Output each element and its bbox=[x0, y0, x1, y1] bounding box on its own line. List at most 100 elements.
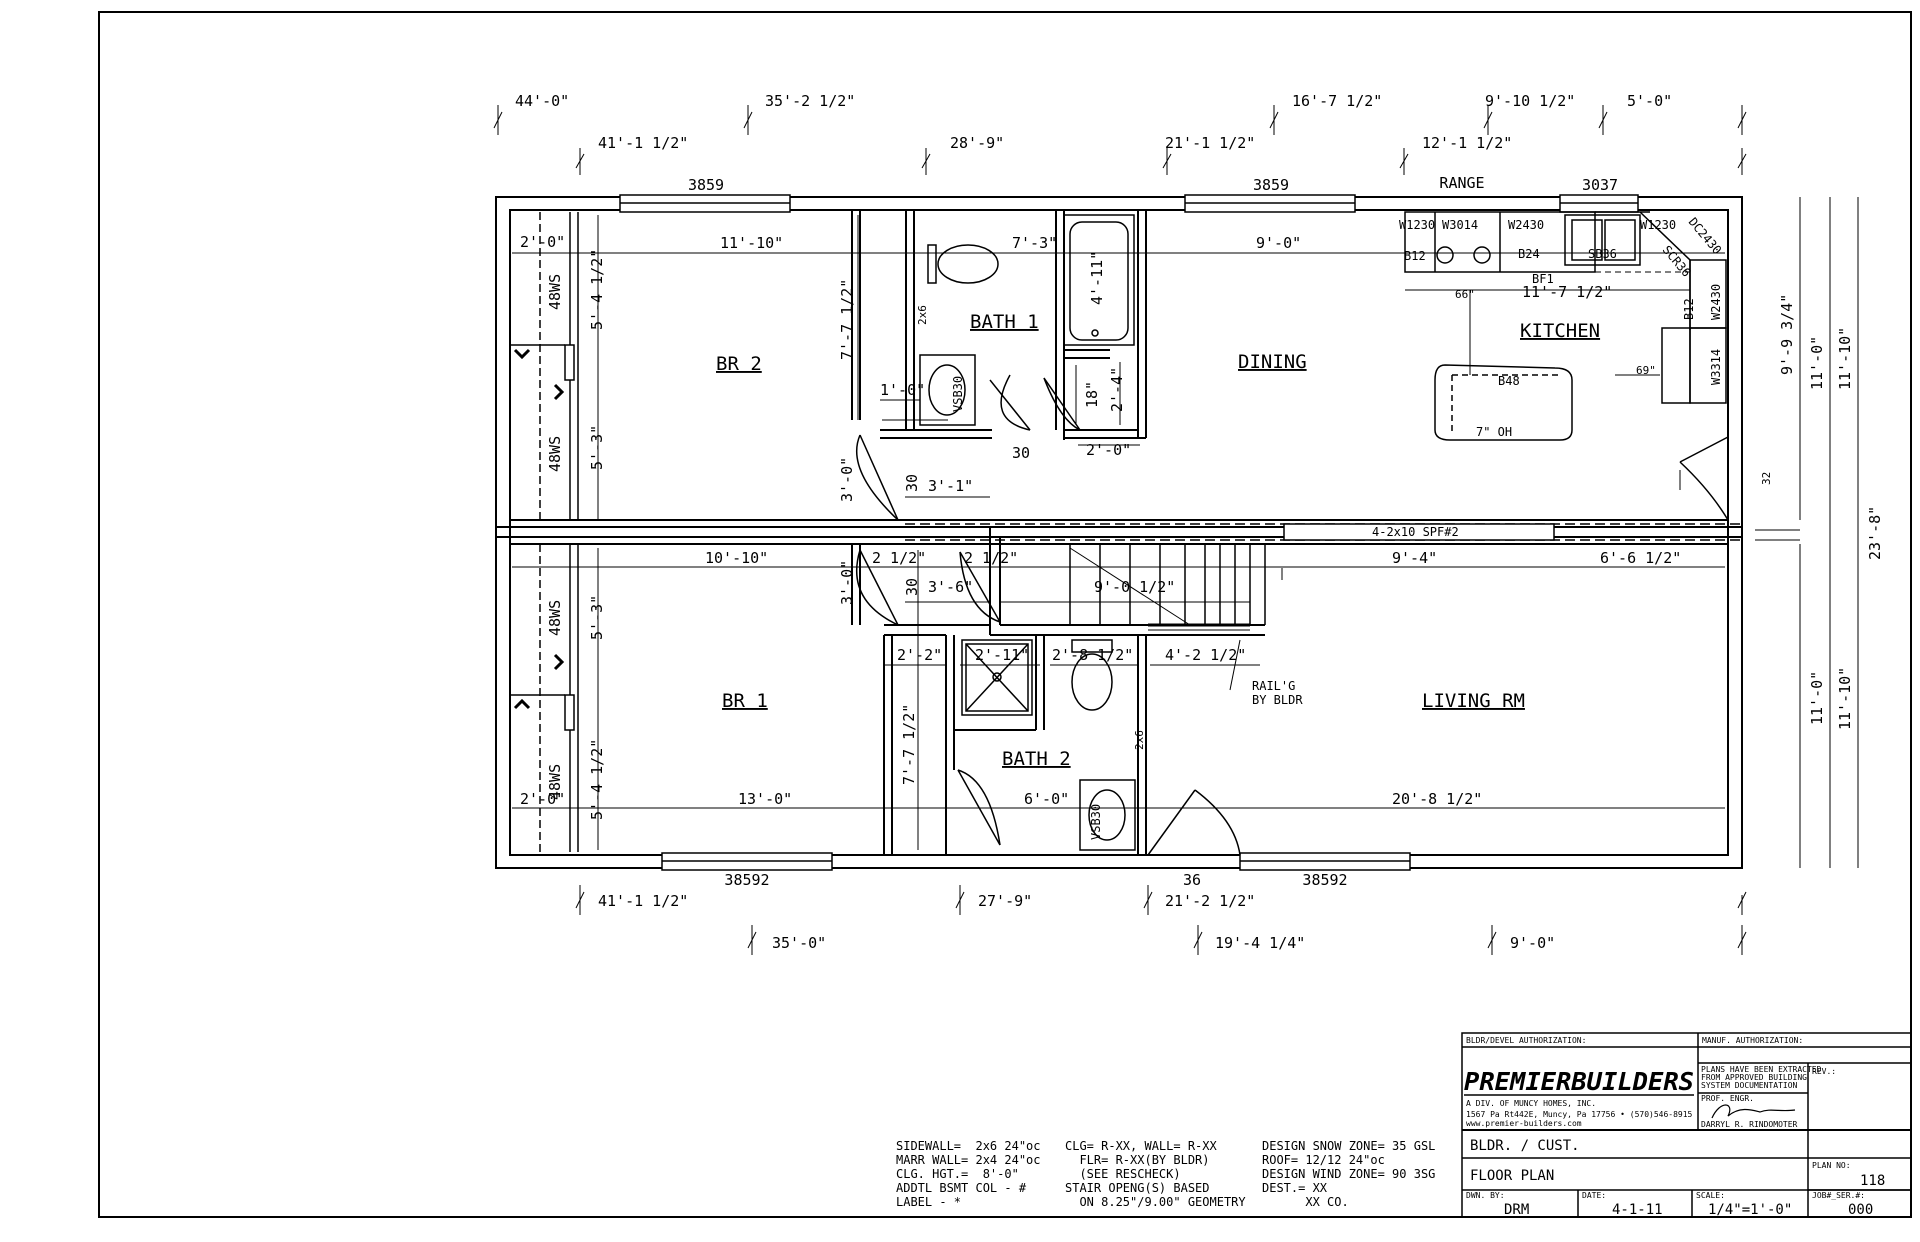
cab-bf1: BF1 bbox=[1532, 272, 1554, 286]
tb-date: 4-1-11 bbox=[1612, 1202, 1663, 1218]
dim-right-3: 23'-8" bbox=[1866, 506, 1884, 560]
room-dining: DINING bbox=[1238, 351, 1307, 373]
dim-bottom-inner-1: 27'-9" bbox=[978, 892, 1032, 910]
dim-top-outer-1: 35'-2 1/2" bbox=[765, 92, 855, 110]
tb-logo: PREMIERBUILDERS bbox=[1464, 1067, 1694, 1096]
tb-web: www.premier-builders.com bbox=[1466, 1119, 1582, 1128]
dim-br1-width: 10'-10" bbox=[705, 549, 768, 567]
dim-wall-2ft-b: 2'-0" bbox=[520, 790, 565, 808]
dim-k1: 66" bbox=[1455, 288, 1475, 301]
railing-label-1: RAIL'G bbox=[1252, 679, 1295, 693]
dim-br1-a: 5'-3" bbox=[588, 595, 606, 640]
interior-walls bbox=[851, 210, 1265, 855]
tb-plan-no-label: PLAN NO: bbox=[1812, 1161, 1851, 1170]
tb-bldr-auth: BLDR/DEVEL AUTHORIZATION: bbox=[1466, 1036, 1586, 1045]
dim-right-2: 11'-10" bbox=[1836, 327, 1854, 390]
window-top-1: 3859 bbox=[1253, 176, 1289, 194]
dim-bottom-inner-0: 41'-1 1/2" bbox=[598, 892, 688, 910]
dim-k3: 32 bbox=[1760, 472, 1773, 485]
dim-br1-height: 7'-7 1/2" bbox=[900, 704, 918, 785]
cab-range: RANGE bbox=[1439, 174, 1484, 192]
note-c2-0: CLG= R-XX, WALL= R-XX bbox=[1065, 1139, 1217, 1153]
tb-scale-label: SCALE: bbox=[1696, 1191, 1725, 1200]
dim-wall-2ft: 2'-0" bbox=[520, 233, 565, 251]
cab-b48: B48 bbox=[1498, 374, 1520, 388]
railing-label-2: BY BLDR bbox=[1252, 693, 1303, 707]
dim-br2-height: 7'-7 1/2" bbox=[838, 279, 856, 360]
dim-h1: 2 1/2" bbox=[872, 549, 926, 567]
beam-label: 4-2x10 SPF#2 bbox=[1372, 525, 1459, 539]
cab-w3014: W3014 bbox=[1442, 218, 1478, 232]
note-c3-1: ROOF= 12/12 24"oc bbox=[1262, 1153, 1385, 1167]
dimension-lines bbox=[512, 197, 1859, 868]
dim-br1-width2: 13'-0" bbox=[738, 790, 792, 808]
tb-bldr-cust: BLDR. / CUST. bbox=[1470, 1138, 1580, 1154]
cab-dc2430: DC2430 bbox=[1686, 215, 1725, 257]
note-c1-3: ADDTL BSMT COL - # bbox=[896, 1181, 1027, 1195]
dim-tub: 4'-11" bbox=[1088, 251, 1106, 305]
tb-dwn-label: DWN. BY: bbox=[1466, 1191, 1505, 1200]
cab-w3314: W3314 bbox=[1709, 349, 1723, 385]
window-bottom-1: 38592 bbox=[1302, 871, 1347, 889]
tb-job: 000 bbox=[1848, 1202, 1873, 1218]
dim-right-5: 11'-10" bbox=[1836, 667, 1854, 730]
dim-living-width: 20'-8 1/2" bbox=[1392, 790, 1482, 808]
dim-right-0: 9'-9 3/4" bbox=[1778, 294, 1796, 375]
cab-b12a: B12 bbox=[1404, 249, 1426, 263]
dim-br1-b: 5'-4 1/2" bbox=[588, 739, 606, 820]
room-living: LIVING RM bbox=[1422, 690, 1525, 712]
room-br1: BR 1 bbox=[722, 690, 768, 712]
dim-b1: 2'-2" bbox=[897, 646, 942, 664]
note-c3-3: DEST.= XX bbox=[1262, 1181, 1328, 1195]
cab-w1230b: W1230 bbox=[1640, 218, 1676, 232]
dim-top-outer-2: 16'-7 1/2" bbox=[1292, 92, 1382, 110]
dim-top-outer-0: 44'-0" bbox=[515, 92, 569, 110]
dim-d7: 30 bbox=[903, 474, 921, 492]
dim-d1: 1'-0" bbox=[880, 381, 925, 399]
window-top-0: 3859 bbox=[688, 176, 724, 194]
note-c1-1: MARR WALL= 2x4 24"oc bbox=[896, 1153, 1041, 1167]
cab-sb36: SB36 bbox=[1588, 247, 1617, 261]
dim-top-outer-4: 5'-0" bbox=[1627, 92, 1672, 110]
window-side-2: 48WS bbox=[546, 600, 564, 636]
dim-bottom-inner-2: 21'-2 1/2" bbox=[1165, 892, 1255, 910]
dim-dining-width: 9'-0" bbox=[1256, 234, 1301, 252]
room-bath2: BATH 2 bbox=[1002, 748, 1071, 770]
dim-d8: 30 bbox=[1012, 444, 1030, 462]
window-side-1: 48WS bbox=[546, 436, 564, 472]
dim-h7: 3'-0" bbox=[838, 560, 856, 605]
dim-d2: 2'-4" bbox=[1108, 367, 1126, 412]
note-c1-0: SIDEWALL= 2x6 24"oc bbox=[896, 1139, 1041, 1153]
cab-scr36: SCR36 bbox=[1660, 243, 1694, 280]
dim-h5: 9'-4" bbox=[1392, 549, 1437, 567]
sheet-border bbox=[98, 11, 1912, 1218]
tb-floor-plan: FLOOR PLAN bbox=[1470, 1168, 1554, 1184]
dim-bottom-outer-0: 35'-0" bbox=[772, 934, 826, 952]
dim-bottom-outer-1: 19'-4 1/4" bbox=[1215, 934, 1305, 952]
cab-oh: 7" OH bbox=[1476, 425, 1512, 439]
tb-dwn: DRM bbox=[1504, 1202, 1529, 1218]
note-c2-4: ON 8.25"/9.00" GEOMETRY bbox=[1065, 1195, 1246, 1209]
dim-bottom-outer-2: 9'-0" bbox=[1510, 934, 1555, 952]
cab-vsb30b: VSB30 bbox=[1089, 804, 1103, 840]
dim-k2: 69" bbox=[1636, 364, 1656, 377]
room-br2: BR 2 bbox=[716, 353, 762, 375]
dim-ticks bbox=[493, 105, 1747, 955]
stairs bbox=[1069, 544, 1266, 691]
note-c3-2: DESIGN WIND ZONE= 90 3SG bbox=[1262, 1167, 1435, 1181]
dim-top-outer-3: 9'-10 1/2" bbox=[1485, 92, 1575, 110]
dim-top-inner-2: 21'-1 1/2" bbox=[1165, 134, 1255, 152]
tb-address: 1567 Pa Rt442E, Muncy, Pa 17756 • (570)5… bbox=[1466, 1110, 1693, 1119]
door-36: 36 bbox=[1183, 871, 1201, 889]
dim-b2: 2'-11" bbox=[975, 646, 1029, 664]
doors bbox=[856, 374, 1729, 856]
dim-h2: 2 1/2" bbox=[964, 549, 1018, 567]
engineer-signature bbox=[1711, 1104, 1796, 1119]
dim-br2-width: 11'-10" bbox=[720, 234, 783, 252]
tb-div: A DIV. OF MUNCY HOMES, INC. bbox=[1466, 1099, 1596, 1108]
wall-2x6a: 2x6 bbox=[916, 305, 929, 325]
dim-right-1: 11'-0" bbox=[1808, 336, 1826, 390]
tb-extracted-2: SYSTEM DOCUMENTATION bbox=[1701, 1081, 1798, 1090]
note-c1-2: CLG. HGT.= 8'-0" bbox=[896, 1167, 1019, 1181]
dim-b4: 4'-2 1/2" bbox=[1165, 646, 1246, 664]
